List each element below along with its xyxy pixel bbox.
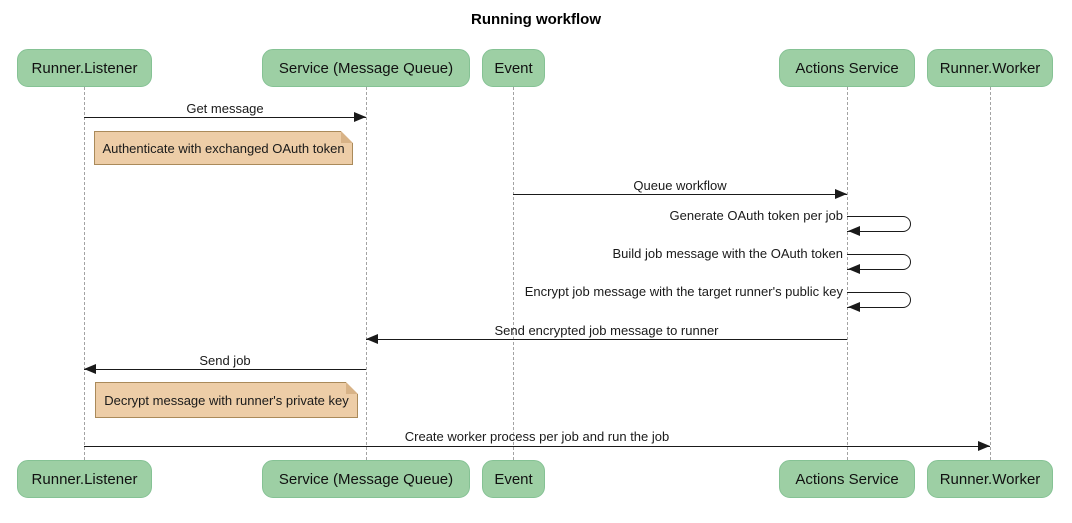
lifeline-runner-worker	[990, 87, 991, 460]
participant-service-message-queue-top: Service (Message Queue)	[262, 49, 470, 87]
arrowhead-left-icon	[366, 334, 378, 344]
note-fold-icon	[341, 131, 353, 143]
message-line-send-job	[84, 369, 366, 370]
participant-actions-service-bottom: Actions Service	[779, 460, 915, 498]
note-decrypt-text: Decrypt message with runner's private ke…	[104, 392, 349, 408]
message-label-send-job: Send job	[199, 353, 251, 368]
message-label-create-worker: Create worker process per job and run th…	[404, 429, 670, 444]
message-label-send-encrypted: Send encrypted job message to runner	[494, 323, 719, 338]
arrowhead-right-icon	[835, 189, 847, 199]
message-line-send-encrypted	[366, 339, 847, 340]
lifeline-service-message-queue	[366, 87, 367, 460]
note-authenticate-text: Authenticate with exchanged OAuth token	[102, 140, 345, 156]
arrowhead-left-icon	[848, 302, 860, 312]
participant-event-top: Event	[482, 49, 545, 87]
self-message-loop-encrypt-job-message	[847, 292, 911, 308]
self-message-label-generate-oauth: Generate OAuth token per job	[669, 208, 843, 223]
lifeline-event	[513, 87, 514, 460]
self-message-label-build-job-message: Build job message with the OAuth token	[612, 246, 843, 261]
note-fold-icon	[346, 382, 358, 394]
message-label-get-message: Get message	[186, 101, 264, 116]
message-line-get-message	[84, 117, 366, 118]
message-line-queue-workflow	[513, 194, 847, 195]
participant-runner-listener-top: Runner.Listener	[17, 49, 152, 87]
arrowhead-right-icon	[978, 441, 990, 451]
arrowhead-left-icon	[848, 226, 860, 236]
participant-runner-worker-bottom: Runner.Worker	[927, 460, 1053, 498]
participant-runner-worker-top: Runner.Worker	[927, 49, 1053, 87]
note-authenticate: Authenticate with exchanged OAuth token	[94, 131, 353, 165]
participant-actions-service-top: Actions Service	[779, 49, 915, 87]
arrowhead-left-icon	[848, 264, 860, 274]
self-message-loop-generate-oauth	[847, 216, 911, 232]
participant-event-bottom: Event	[482, 460, 545, 498]
participant-runner-listener-bottom: Runner.Listener	[17, 460, 152, 498]
note-decrypt: Decrypt message with runner's private ke…	[95, 382, 358, 418]
self-message-loop-build-job-message	[847, 254, 911, 270]
message-line-create-worker	[84, 446, 990, 447]
self-message-label-encrypt-job-message: Encrypt job message with the target runn…	[524, 284, 843, 299]
diagram-title: Running workflow	[471, 11, 601, 28]
arrowhead-right-icon	[354, 112, 366, 122]
lifeline-actions-service	[847, 87, 848, 460]
message-label-queue-workflow: Queue workflow	[633, 178, 727, 193]
participant-service-message-queue-bottom: Service (Message Queue)	[262, 460, 470, 498]
lifeline-runner-listener	[84, 87, 85, 460]
arrowhead-left-icon	[84, 364, 96, 374]
